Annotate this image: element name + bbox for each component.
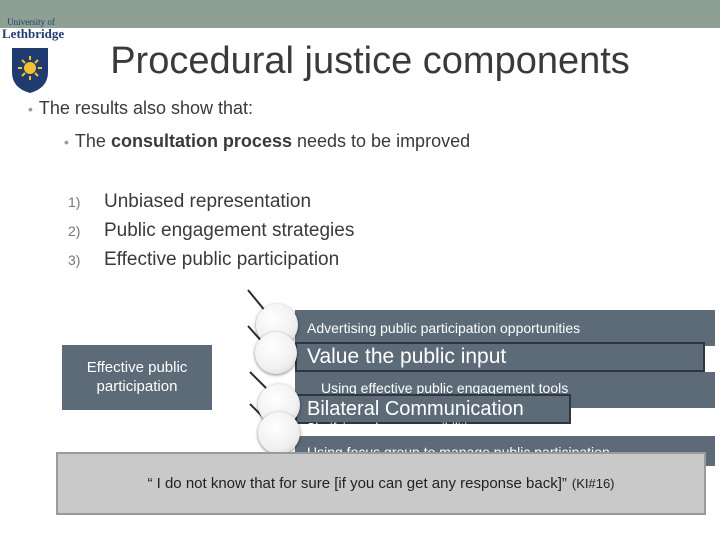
list-text: Public engagement strategies — [104, 219, 355, 241]
logo-line1: University of — [7, 17, 55, 27]
list-number: 1) — [68, 193, 81, 210]
list-text: Effective public participation — [104, 248, 340, 270]
list-number: 2) — [68, 222, 81, 239]
diagram-bar-4: Bilateral Communication — [295, 394, 571, 424]
bullet-dot-icon: • — [28, 101, 33, 117]
list-item: 1) Unbiased representation — [68, 187, 354, 216]
diagram-circle-icon — [255, 332, 297, 374]
list-text: Unbiased representation — [104, 190, 312, 212]
diagram-bar-1: Advertising public participation opportu… — [295, 310, 715, 346]
diagram-item-bilateral: Bilateral Communication — [307, 398, 524, 420]
diagram-item-value-input: Value the public input — [307, 345, 507, 368]
diagram-bar-2: Value the public input — [295, 342, 705, 372]
diagram-center-box: Effective public participation — [62, 345, 212, 410]
shield-icon — [12, 48, 48, 93]
bullet-consultation-bold: consultation process — [110, 131, 292, 151]
quote-box: “ I do not know that for sure [if you ca… — [56, 452, 706, 515]
quote-ref: (KI#16) — [571, 476, 615, 491]
university-logo: University of Lethbridge — [2, 17, 65, 94]
logo-text: University of Lethbridge — [2, 17, 65, 41]
bullet-results-text: The results also show that: — [38, 98, 254, 118]
numbered-list: 1) Unbiased representation 2) Public eng… — [68, 187, 354, 274]
diagram-item-advertising: Advertising public participation opportu… — [307, 320, 581, 336]
list-item: 3) Effective public participation — [68, 245, 354, 274]
list-number: 3) — [68, 251, 81, 268]
bullet-results: • The results also show that: — [28, 98, 253, 119]
list-item: 2) Public engagement strategies — [68, 216, 354, 245]
diagram-item-engagement-tools: Using effective public engagement tools — [321, 380, 569, 396]
logo-line2: Lethbridge — [2, 26, 65, 41]
bullet-consultation-prefix: The — [74, 131, 111, 151]
diagram-circle-icon — [258, 412, 300, 454]
bullet-dot-icon: • — [64, 134, 69, 150]
bullet-consultation: • The consultation process needs to be im… — [64, 131, 470, 152]
slide-title: Procedural justice components — [110, 40, 630, 82]
bullet-consultation-suffix: needs to be improved — [291, 131, 471, 151]
top-banner — [0, 0, 720, 28]
diagram-item-roles: Clarifying roles responsibilities — [306, 420, 481, 430]
quote-text: “ I do not know that for sure [if you ca… — [147, 475, 567, 492]
